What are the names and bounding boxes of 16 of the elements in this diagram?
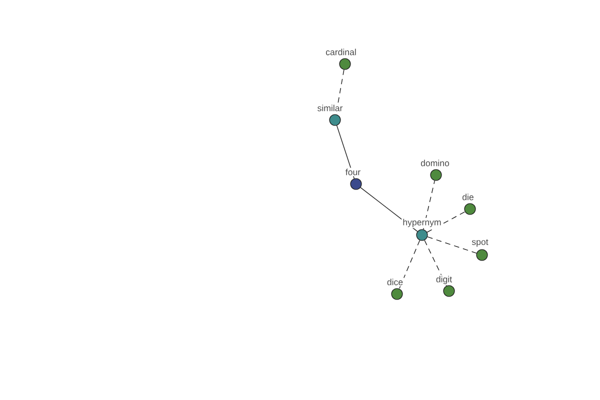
connector-line [360, 187, 418, 232]
connector-line [426, 211, 466, 233]
node-label: hypernym [403, 218, 441, 228]
node-label: spot [472, 239, 488, 247]
node-label: digit [436, 276, 452, 284]
node-label: four [346, 168, 360, 176]
connector-line [424, 240, 447, 286]
connector-line [422, 180, 436, 230]
connector-line [398, 240, 420, 290]
node-label: domino [420, 160, 450, 166]
connector-line [427, 236, 477, 254]
node-label: cardinal [326, 48, 356, 56]
node-label: similar [318, 104, 343, 112]
node-label: die [462, 194, 474, 200]
connector-line [336, 125, 355, 179]
node-label: dice [387, 278, 403, 286]
